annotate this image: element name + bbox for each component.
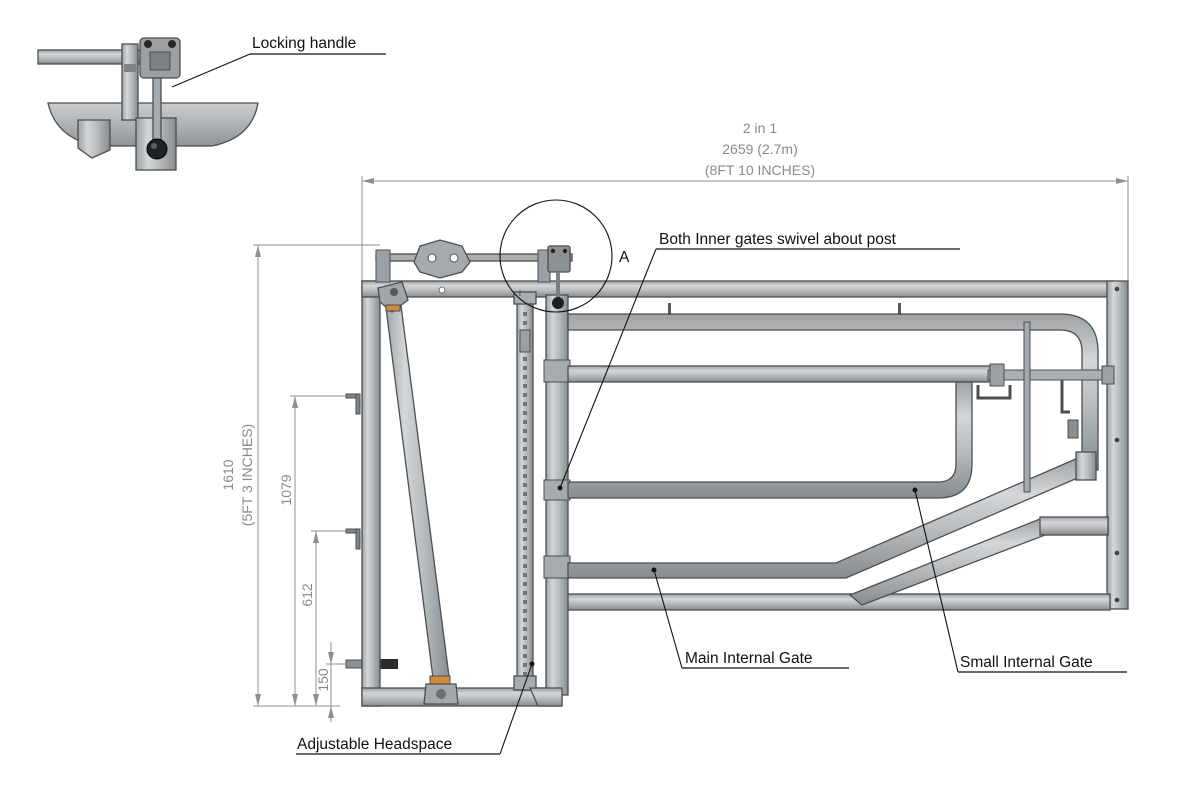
perforation-hole: [523, 582, 527, 586]
width-dimension-imperial: (8FT 10 INCHES): [705, 162, 815, 178]
perforation-hole: [523, 636, 527, 640]
perforation-hole: [523, 519, 527, 523]
perforation-hole: [523, 357, 527, 361]
perforation-hole: [523, 555, 527, 559]
perforation-hole: [523, 600, 527, 604]
perforation-hole: [523, 492, 527, 496]
locking-handle-callout: Locking handle: [171, 35, 386, 88]
height-1610-metric: 1610: [220, 459, 236, 490]
perforation-hole: [523, 501, 527, 505]
adjustable-headspace-label: Adjustable Headspace: [297, 736, 452, 753]
perforation-hole: [523, 663, 527, 667]
perforation-hole: [523, 474, 527, 478]
perforation-hole: [523, 564, 527, 568]
height-1079-label: 1079: [278, 474, 294, 505]
perforation-hole: [523, 609, 527, 613]
height-150-label: 150: [315, 668, 331, 692]
perforation-hole: [523, 456, 527, 460]
perforation-hole: [523, 393, 527, 397]
perforation-hole: [523, 402, 527, 406]
perforation-hole: [523, 573, 527, 577]
perforation-hole: [523, 645, 527, 649]
perforation-hole: [523, 420, 527, 424]
perforation-hole: [523, 366, 527, 370]
perforation-hole: [523, 654, 527, 658]
perforation-hole: [523, 528, 527, 532]
perforation-hole: [523, 312, 527, 316]
swivel-post-label: Both Inner gates swivel about post: [659, 231, 897, 248]
height-1610-imperial: (5FT 3 INCHES): [239, 424, 255, 526]
detail-a-marker: A: [499, 199, 630, 313]
swivel-post-callout: Both Inner gates swivel about post: [557, 231, 960, 491]
width-dimension-label: 2 in 1: [743, 120, 777, 136]
perforation-hole: [523, 546, 527, 550]
perforation-hole: [523, 591, 527, 595]
height-dimensions: 1610 (5FT 3 INCHES) 1079 612 150: [220, 244, 380, 722]
headspace-perforations: [523, 312, 527, 676]
perforation-hole: [523, 627, 527, 631]
perforation-hole: [523, 321, 527, 325]
height-612-label: 612: [299, 583, 315, 607]
perforation-hole: [523, 672, 527, 676]
perforation-hole: [523, 429, 527, 433]
locking-handle-inset: [37, 37, 259, 171]
perforation-hole: [523, 384, 527, 388]
main-internal-gate-label: Main Internal Gate: [685, 650, 813, 667]
width-dimension: 2 in 1 2659 (2.7m) (8FT 10 INCHES): [361, 120, 1129, 282]
detail-a-label: A: [619, 249, 630, 266]
headspace-assembly: [377, 281, 571, 707]
outer-frame: [345, 280, 1129, 707]
main-internal-gate-callout: Main Internal Gate: [651, 567, 849, 669]
small-internal-gate-callout: Small Internal Gate: [912, 487, 1127, 673]
perforation-hole: [523, 375, 527, 379]
small-internal-gate-label: Small Internal Gate: [960, 654, 1093, 671]
perforation-hole: [523, 411, 527, 415]
main-internal-gate: [567, 313, 1115, 579]
width-dimension-metric: 2659 (2.7m): [722, 141, 797, 157]
perforation-hole: [523, 510, 527, 514]
perforation-hole: [523, 465, 527, 469]
perforation-hole: [523, 483, 527, 487]
small-internal-gate: [567, 303, 1079, 499]
perforation-hole: [523, 447, 527, 451]
top-locking-bar: [375, 239, 573, 309]
perforation-hole: [523, 438, 527, 442]
locking-handle-label: Locking handle: [252, 35, 356, 52]
perforation-hole: [523, 618, 527, 622]
perforation-hole: [523, 537, 527, 541]
adjustable-headspace-callout: Adjustable Headspace: [296, 661, 535, 755]
